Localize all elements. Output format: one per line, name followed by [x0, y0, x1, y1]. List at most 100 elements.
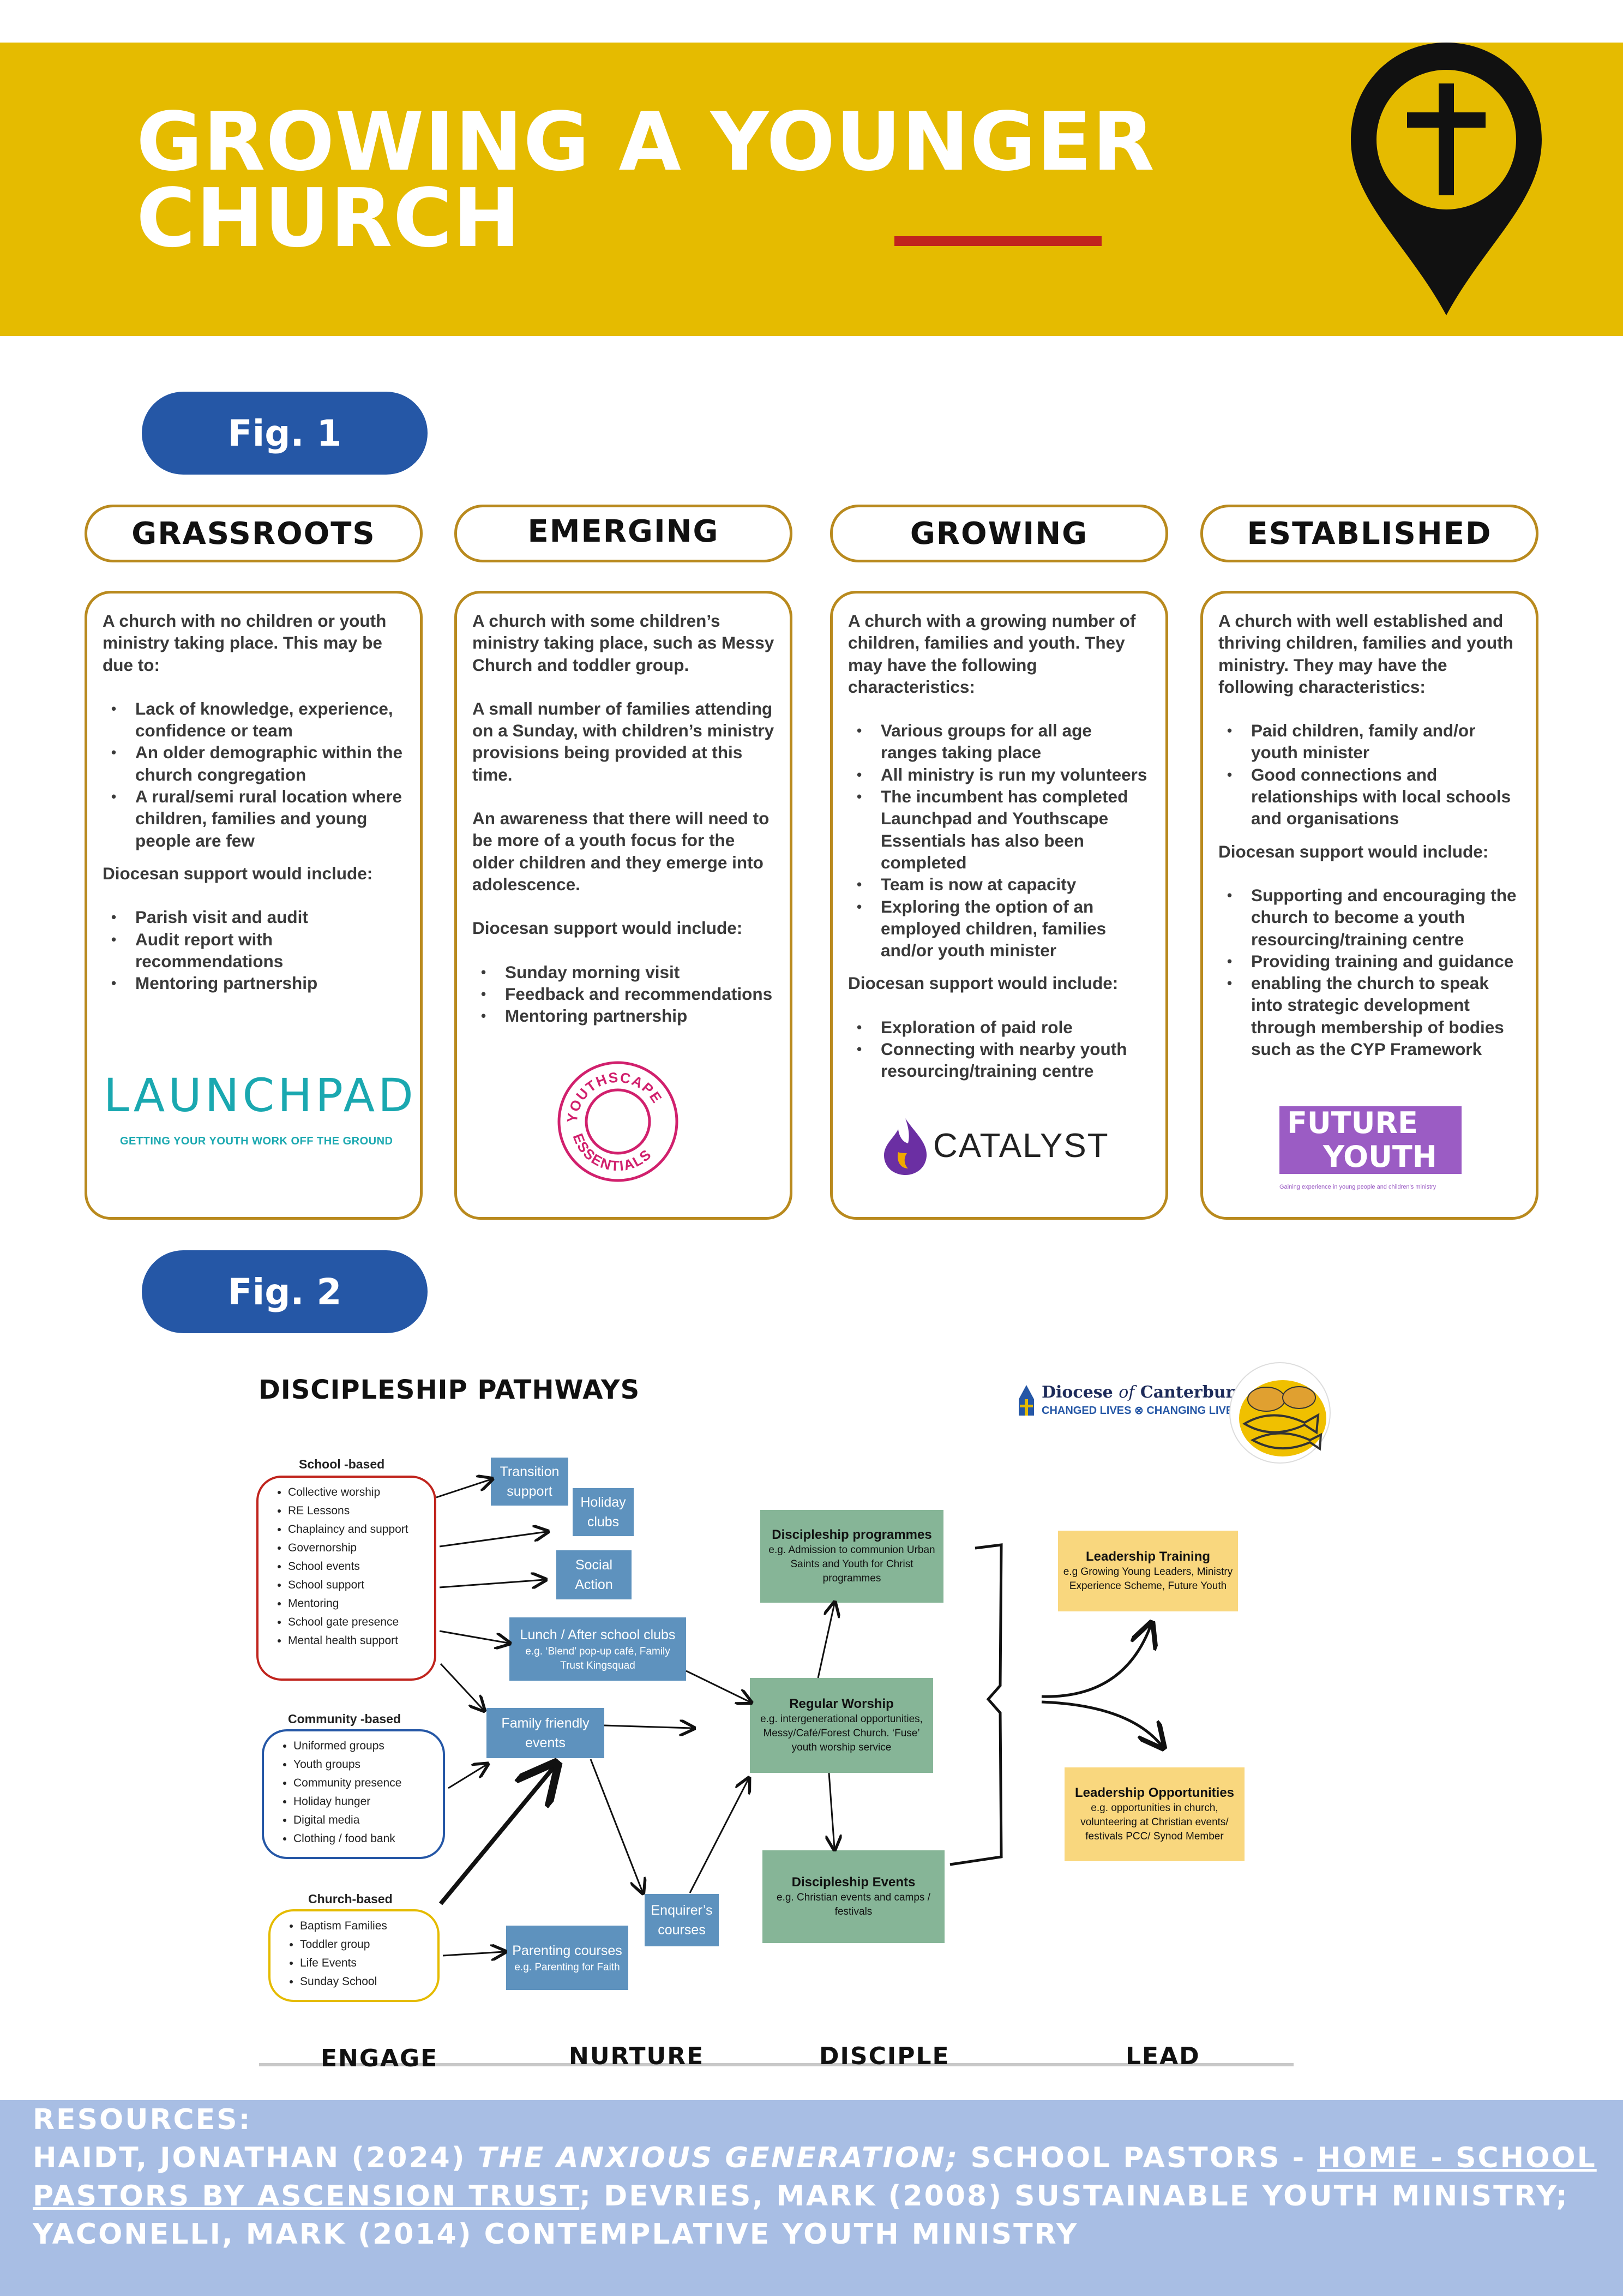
school-based-heading: School -based: [299, 1457, 385, 1471]
list-item: Digital media: [293, 1811, 436, 1830]
resources-heading: RESOURCES:: [33, 2103, 252, 2136]
list-item: Life Events: [300, 1954, 431, 1973]
page-title-line1: GROWING A YOUNGER: [136, 95, 1155, 189]
location-pin-cross-icon: [1351, 43, 1542, 315]
card-paragraph: A small number of families attending on …: [472, 698, 774, 784]
community-based-group: Uniformed groups Youth groups Community …: [262, 1729, 445, 1859]
launchpad-logo-tagline: GETTING YOUR YOUTH WORK OFF THE GROUND: [120, 1135, 393, 1147]
header-banner: [0, 43, 1623, 336]
list-item: Baptism Families: [300, 1917, 431, 1935]
stage-growing-heading: GROWING: [830, 505, 1168, 562]
box-label: Enquirer’s courses: [651, 1903, 713, 1938]
list-item: Mentoring partnership: [472, 1005, 776, 1027]
leadership-training-box: Leadership Training e.g Growing Young Le…: [1058, 1531, 1238, 1611]
box-sublabel: e.g. ‘Blend’ pop-up café, Family Trust K…: [525, 1646, 670, 1671]
list-item: Lack of knowledge, experience, confidenc…: [103, 698, 406, 742]
enquirers-courses-box: Enquirer’s courses: [645, 1894, 719, 1946]
card-intro: A church with some children’s ministry t…: [472, 611, 774, 675]
box-label: Transition support: [500, 1464, 560, 1499]
axis-label-nurture: NURTURE: [569, 2042, 705, 2070]
box-title: Leadership Opportunities: [1074, 1785, 1235, 1800]
resource-yaconelli: YACONELLI, MARK (2014) CONTEMPLATIVE YOU…: [33, 2218, 1079, 2251]
list-item: Toddler group: [300, 1935, 431, 1954]
list-item: Connecting with nearby youth resourcing/…: [848, 1038, 1151, 1082]
list-item: A rural/semi rural location where childr…: [103, 786, 406, 852]
axis-label-disciple: DISCIPLE: [819, 2042, 950, 2070]
list-item: Good connections and relationships with …: [1218, 764, 1522, 830]
card-paragraph: An awareness that there will need to be …: [472, 808, 770, 894]
box-sublabel: e.g Growing Young Leaders, Ministry Expe…: [1063, 1566, 1233, 1592]
list-item: Supporting and encouraging the church to…: [1218, 884, 1522, 950]
list-item: Exploration of paid role: [848, 1016, 1151, 1039]
box-title: Discipleship programmes: [772, 1527, 932, 1542]
church-based-group: Baptism Families Toddler group Life Even…: [268, 1909, 440, 2002]
family-friendly-events-box: Family friendly events: [486, 1708, 604, 1758]
loaves-and-fish-emblem: [1229, 1362, 1331, 1464]
church-based-heading: Church-based: [308, 1892, 393, 1906]
diocese-name: Diocese: [1042, 1383, 1113, 1402]
list-item: Holiday hunger: [293, 1793, 436, 1811]
list-item: Uniformed groups: [293, 1737, 436, 1755]
box-sublabel: e.g. Admission to communion Urban Saints…: [768, 1544, 935, 1584]
list-item: Parish visit and audit: [103, 906, 406, 928]
catalyst-logo: CATALYST: [882, 1116, 1109, 1176]
school-pastors-link[interactable]: HOME - SCHOOL: [1317, 2142, 1597, 2174]
support-heading: Diocesan support would include:: [103, 863, 373, 883]
lunch-after-school-box: Lunch / After school clubs e.g. ‘Blend’ …: [509, 1617, 686, 1681]
list-item: School gate presence: [288, 1613, 428, 1632]
resources-banner: [0, 2100, 1623, 2296]
box-label: Lunch / After school clubs: [520, 1627, 676, 1642]
school-pastors-link-2[interactable]: PASTORS BY ASCENSION TRUST: [33, 2180, 580, 2213]
community-based-heading: Community -based: [288, 1712, 401, 1726]
discipleship-programmes-box: Discipleship programmes e.g. Admission t…: [760, 1510, 943, 1603]
box-sublabel: e.g. Parenting for Faith: [514, 1962, 620, 1973]
list-item: Mental health support: [288, 1632, 428, 1650]
list-item: An older demographic within the church c…: [103, 741, 406, 786]
stage-emerging-card: A church with some children’s ministry t…: [454, 591, 792, 1220]
support-heading: Diocesan support would include:: [848, 973, 1119, 993]
list-item: The incumbent has completed Launchpad an…: [848, 786, 1151, 873]
support-heading: Diocesan support would include:: [472, 918, 743, 938]
list-item: Clothing / food bank: [293, 1830, 436, 1848]
stage-established-heading: ESTABLISHED: [1200, 505, 1538, 562]
list-item: RE Lessons: [288, 1502, 428, 1520]
future-youth-logo-tagline: Gaining experience in young people and c…: [1279, 1184, 1436, 1190]
stage-established-card: A church with well established and thriv…: [1200, 591, 1538, 1220]
list-item: Team is now at capacity: [848, 873, 1151, 896]
social-action-box: Social Action: [556, 1550, 632, 1599]
mitre-icon: [1019, 1385, 1034, 1416]
box-label: Family friendly events: [501, 1716, 590, 1751]
title-underline: [894, 236, 1102, 246]
future-youth-logo-line1: FUTURE: [1279, 1106, 1462, 1140]
list-item: Community presence: [293, 1774, 436, 1793]
box-sublabel: e.g. intergenerational opportunities, Me…: [760, 1713, 923, 1753]
list-item: Youth groups: [293, 1755, 436, 1774]
fig1-label: Fig. 1: [142, 392, 428, 475]
list-item: Paid children, family and/or youth minis…: [1218, 720, 1522, 764]
card-intro: A church with no children or youth minis…: [103, 611, 387, 675]
card-intro: A church with a growing number of childr…: [848, 611, 1136, 697]
future-youth-logo: FUTURE YOUTH Gaining experience in young…: [1279, 1106, 1476, 1198]
leadership-opportunities-box: Leadership Opportunities e.g. opportunit…: [1065, 1767, 1245, 1861]
box-label: Parenting courses: [512, 1943, 622, 1958]
stage-grassroots-card: A church with no children or youth minis…: [85, 591, 423, 1220]
box-title: Discipleship Events: [791, 1875, 916, 1890]
school-based-group: Collective worship RE Lessons Chaplaincy…: [256, 1476, 436, 1681]
resource-book-title: THE ANXIOUS GENERATION;: [477, 2142, 959, 2174]
list-item: Sunday School: [300, 1973, 431, 1991]
fig2-label: Fig. 2: [142, 1250, 428, 1333]
list-item: Various groups for all age ranges taking…: [848, 720, 1151, 764]
catalyst-flame-icon: [884, 1118, 927, 1175]
regular-worship-box: Regular Worship e.g. intergenerational o…: [750, 1678, 933, 1773]
axis-label-lead: LEAD: [1126, 2042, 1200, 2070]
box-label: Social Action: [575, 1557, 613, 1592]
list-item: enabling the church to speak into strate…: [1218, 972, 1522, 1060]
page-title-line2: CHURCH: [136, 171, 521, 265]
list-item: All ministry is run my volunteers: [848, 764, 1151, 786]
list-item: Collective worship: [288, 1483, 428, 1502]
list-item: Audit report with recommendations: [103, 928, 406, 973]
axis-label-engage: ENGAGE: [321, 2045, 438, 2072]
list-item: Exploring the option of an employed chil…: [848, 896, 1151, 962]
diocese-of: of: [1119, 1383, 1135, 1402]
diocese-name-2: Canterbury: [1140, 1383, 1244, 1402]
